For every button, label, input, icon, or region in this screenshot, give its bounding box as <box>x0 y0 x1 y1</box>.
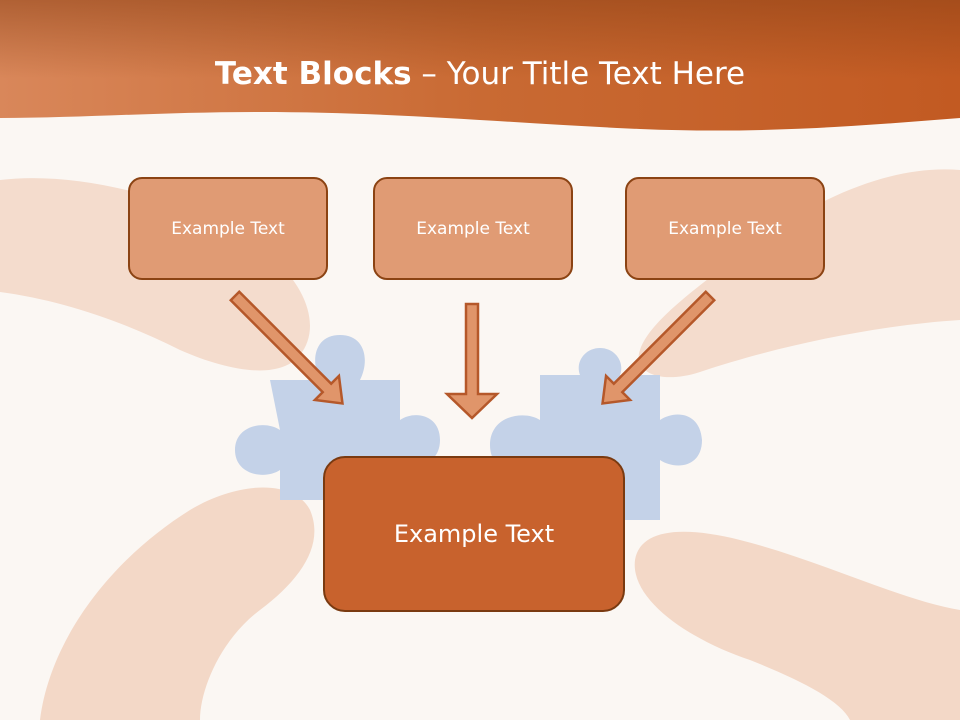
down-arrow-icon <box>601 289 717 405</box>
header-band <box>0 0 960 131</box>
arrow-top-left <box>228 289 344 405</box>
slide-title: Text Blocks – Your Title Text Here <box>0 56 960 92</box>
text-block-top-left[interactable]: Example Text <box>128 177 328 280</box>
title-bold-part: Text Blocks <box>214 56 412 92</box>
arrow-center <box>443 302 501 420</box>
text-block-top-center[interactable]: Example Text <box>373 177 573 280</box>
hand-bottom-left <box>40 487 315 720</box>
down-arrow-icon <box>228 289 344 405</box>
down-arrow-icon <box>443 302 501 420</box>
title-separator: – <box>411 56 447 92</box>
title-rest: Your Title Text Here <box>446 56 746 92</box>
arrow-top-right <box>601 289 717 405</box>
text-block-main[interactable]: Example Text <box>323 456 625 612</box>
hand-bottom-right <box>634 531 960 720</box>
text-block-top-right[interactable]: Example Text <box>625 177 825 280</box>
